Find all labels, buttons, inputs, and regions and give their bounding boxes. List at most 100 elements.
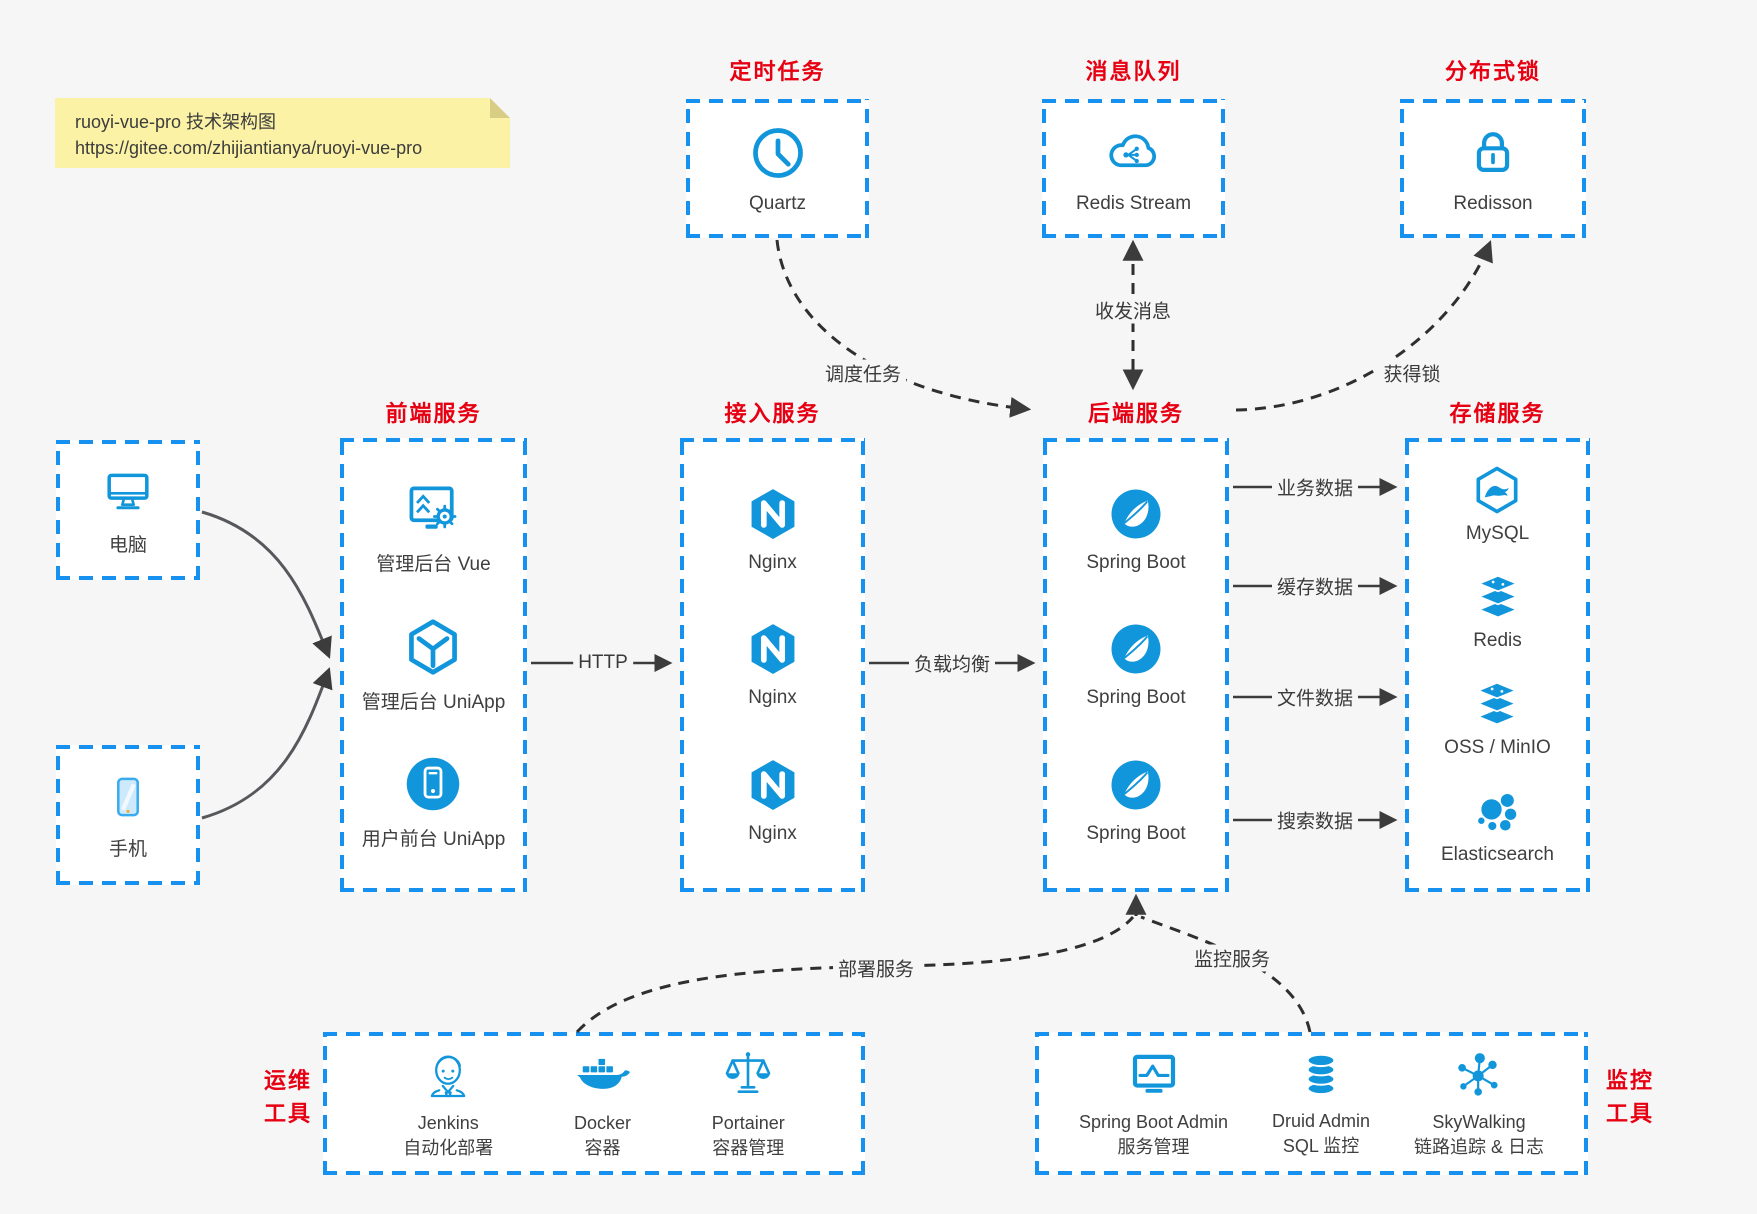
tool-name: SkyWalking: [1432, 1112, 1526, 1133]
node-redisson: Redisson: [1453, 123, 1533, 215]
node-jenkins: Jenkins 自动化部署: [403, 1047, 493, 1160]
node-label: 用户前台 UniApp: [361, 829, 506, 851]
admin-vue-icon: [403, 479, 463, 539]
node-label: 手机: [108, 838, 147, 860]
storage-stack-icon: [1471, 678, 1523, 730]
edge-acquire-lock-arrow: [1235, 240, 1493, 412]
node-elasticsearch: Elasticsearch: [1441, 785, 1554, 866]
node-label: Nginx: [748, 551, 797, 573]
node-label: OSS / MinIO: [1444, 737, 1551, 758]
node-label: Spring Boot: [1086, 551, 1186, 573]
node-label: Nginx: [748, 822, 797, 844]
node-label: Redisson: [1453, 192, 1533, 214]
tool-desc: 自动化部署: [403, 1137, 494, 1158]
topology-icon: [1452, 1048, 1506, 1102]
node-nginx-3: Nginx: [745, 757, 801, 845]
box-backend: Spring Boot Spring Boot Spring Boot: [1043, 438, 1229, 892]
spring-icon: [1108, 757, 1164, 813]
monitor-tools-label: 监控 工具: [1598, 1064, 1662, 1130]
box-client-mobile: 手机: [56, 745, 200, 885]
desktop-icon: [100, 464, 156, 520]
spring-icon: [1108, 621, 1164, 677]
node-label: Redis: [1473, 630, 1522, 651]
group-title-frontend: 前端服务: [385, 401, 482, 426]
node-oss-minio: OSS / MinIO: [1444, 678, 1551, 759]
box-access: Nginx Nginx Nginx: [680, 438, 865, 892]
uniapp-cube-icon: [403, 617, 463, 677]
box-monitor-tools: Spring Boot Admin 服务管理 Druid Admin SQL 监…: [1035, 1032, 1588, 1175]
box-distributed-lock: Redisson: [1400, 99, 1586, 238]
clock-icon: [748, 123, 808, 183]
spring-icon: [1108, 486, 1164, 542]
nginx-icon: [745, 621, 801, 677]
node-admin-uniapp: 管理后台 UniApp: [361, 617, 506, 714]
box-frontend: 管理后台 Vue 管理后台 UniApp 用户前台 UniApp: [340, 438, 527, 892]
lock-icon: [1463, 123, 1523, 183]
node-redis: Redis: [1472, 571, 1524, 652]
group-title-storage: 存储服务: [1449, 401, 1546, 426]
group-title-scheduled-job: 定时任务: [729, 59, 826, 84]
tool-name: Docker: [573, 1113, 631, 1134]
node-springboot-2: Spring Boot: [1086, 621, 1186, 709]
node-portainer: Portainer 容器管理: [712, 1047, 785, 1160]
node-label: 管理后台 Vue: [376, 553, 491, 575]
node-springboot-1: Spring Boot: [1086, 486, 1186, 574]
mysql-icon: [1471, 464, 1523, 516]
ops-tools-label: 运维 工具: [256, 1064, 320, 1130]
edge-mobile-to-frontend: [201, 667, 333, 820]
ops-tools-label-line1: 运维: [263, 1068, 312, 1093]
node-label: Spring Boot: [1086, 687, 1186, 708]
node-admin-vue: 管理后台 Vue: [376, 479, 491, 576]
edge-label-acquire-lock: 获得锁: [1378, 359, 1446, 387]
group-title-message-queue: 消息队列: [1085, 59, 1182, 84]
scales-icon: [720, 1047, 776, 1103]
node-spring-boot-admin: Spring Boot Admin 服务管理: [1079, 1048, 1228, 1159]
user-app-icon: [403, 754, 463, 814]
node-label: 管理后台 UniApp: [361, 691, 506, 713]
node-label: MySQL: [1465, 523, 1530, 544]
elasticsearch-icon: [1472, 785, 1524, 837]
tool-name: Portainer: [711, 1113, 785, 1134]
nginx-icon: [745, 486, 801, 542]
monitor-tools-label-line1: 监控: [1605, 1068, 1654, 1093]
tool-desc: 服务管理: [1117, 1136, 1190, 1157]
tool-desc: 链路追踪 & 日志: [1414, 1136, 1545, 1157]
edge-pc-to-frontend: [201, 510, 332, 659]
jenkins-icon: [420, 1047, 476, 1103]
node-redis-stream: Redis Stream: [1076, 123, 1191, 215]
edge-label-message: 收发消息: [1089, 296, 1177, 324]
edge-monitor-curve: [1140, 915, 1312, 1033]
tool-name: Druid Admin: [1272, 1111, 1371, 1132]
node-druid-admin: Druid Admin SQL 监控: [1272, 1049, 1370, 1158]
node-label: Quartz: [748, 192, 807, 214]
node-nginx-1: Nginx: [745, 486, 801, 574]
node-label: Nginx: [748, 687, 797, 708]
tool-desc: 容器: [584, 1137, 621, 1158]
edge-label-deploy: 部署服务: [832, 954, 920, 982]
note-url: https://gitee.com/zhijiantianya/ruoyi-vu…: [75, 138, 423, 159]
node-docker: Docker 容器: [573, 1047, 631, 1160]
monitor-chart-icon: [1127, 1048, 1181, 1102]
group-title-access: 接入服务: [724, 401, 821, 426]
edge-label-schedule: 调度任务: [819, 359, 907, 387]
node-user-uniapp: 用户前台 UniApp: [361, 754, 506, 851]
edge-label-monitor: 监控服务: [1188, 944, 1276, 972]
edge-label-cache-data: 缓存数据: [1271, 572, 1359, 600]
edge-label-http: HTTP: [573, 652, 633, 674]
box-ops-tools: Jenkins 自动化部署 Docker 容器 Portainer 容器管理: [323, 1032, 865, 1175]
tool-name: Jenkins: [417, 1113, 479, 1134]
node-mobile: 手机: [101, 770, 155, 861]
smartphone-icon: [101, 770, 155, 824]
node-label: Redis Stream: [1075, 192, 1192, 214]
edge-label-search-data: 搜索数据: [1271, 806, 1359, 834]
cloud-stream-icon: [1103, 123, 1163, 183]
node-skywalking: SkyWalking 链路追踪 & 日志: [1414, 1048, 1544, 1159]
note-title: ruoyi-vue-pro 技术架构图: [75, 112, 277, 132]
node-label: Spring Boot: [1086, 822, 1186, 844]
nginx-icon: [745, 757, 801, 813]
node-springboot-3: Spring Boot: [1086, 757, 1186, 845]
group-title-distributed-lock: 分布式锁: [1444, 59, 1541, 84]
box-scheduled-job: Quartz: [686, 99, 869, 238]
tool-name: Spring Boot Admin: [1078, 1112, 1229, 1133]
